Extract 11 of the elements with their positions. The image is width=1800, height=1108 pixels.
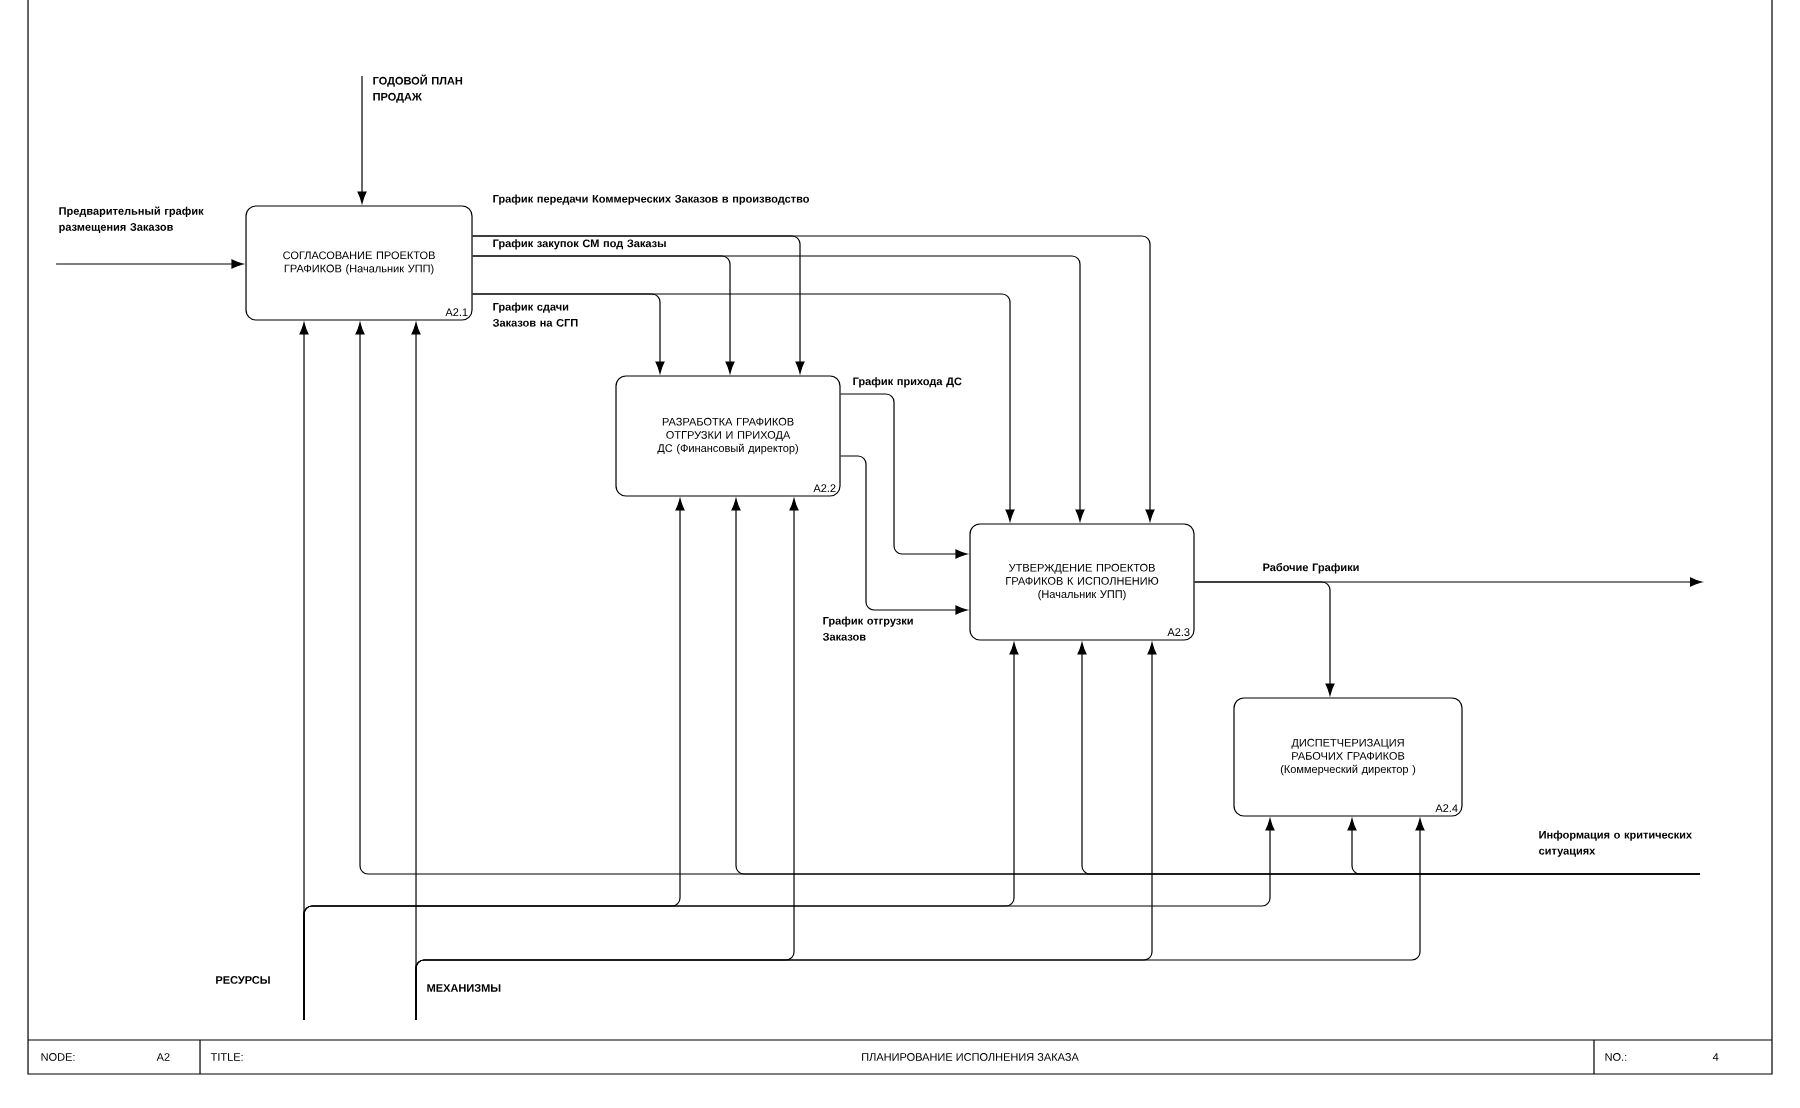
arrow: [1347, 818, 1701, 875]
arrow: [840, 455, 968, 615]
arrow: [303, 818, 1275, 1021]
arrow: [1194, 577, 1702, 587]
arrow: [55, 259, 244, 269]
arrow: [840, 393, 968, 559]
arrow: [472, 293, 665, 374]
arrow: [472, 235, 805, 374]
arrow: [357, 75, 367, 204]
arrow: [415, 818, 1425, 1021]
arrow: [472, 255, 735, 374]
